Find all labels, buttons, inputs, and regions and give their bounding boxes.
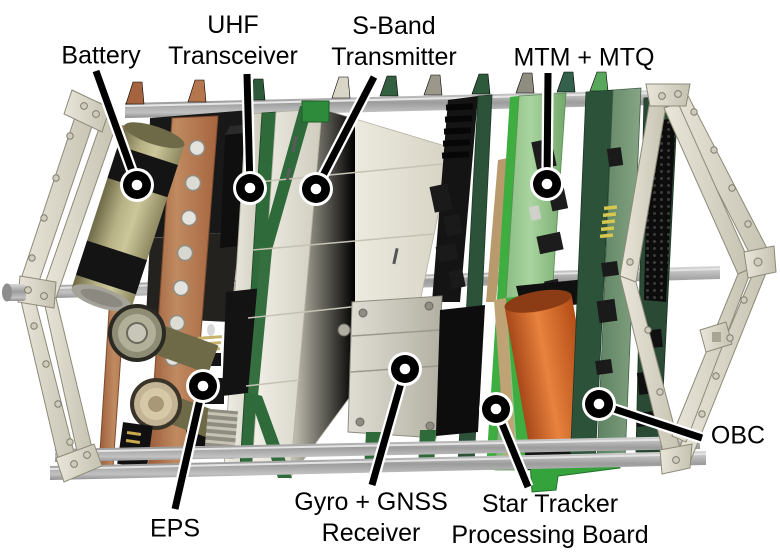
- leader-obc: [597, 400, 704, 442]
- leader-lines: [92, 69, 704, 510]
- label-uhf-line2: Transceiver: [168, 42, 298, 70]
- label-gyro: Gyro + GNSS Receiver: [294, 487, 448, 549]
- connector-yellow-pins: [599, 205, 618, 239]
- frame-screws: [626, 90, 763, 464]
- right-frame: [619, 83, 777, 475]
- label-mtm: MTM + MTQ: [514, 43, 655, 74]
- label-uhf: UHF Transceiver: [168, 10, 298, 72]
- label-battery: Battery: [61, 41, 140, 72]
- label-battery-text: Battery: [61, 41, 141, 70]
- label-startracker-line2: Processing Board: [451, 521, 649, 549]
- leader-sband: [312, 75, 378, 191]
- axle-stub: [2, 283, 26, 302]
- callout-dot-eps: [186, 369, 220, 403]
- label-sband-line2: Transmitter: [331, 43, 457, 71]
- callout-dot-sband: [299, 172, 333, 206]
- callout-dot-uhf: [233, 171, 267, 205]
- leader-mtm: [543, 72, 552, 185]
- label-startracker-line1: Star Tracker: [481, 490, 619, 518]
- callout-dot-mtm: [530, 167, 564, 201]
- label-eps: EPS: [150, 514, 200, 545]
- label-uhf-line1: UHF: [207, 11, 259, 39]
- leader-gyro: [368, 368, 409, 486]
- label-gyro-line2: Receiver: [321, 519, 421, 547]
- star-tracker-processing-board: [569, 87, 642, 467]
- sband-top-pcb: [301, 100, 330, 123]
- label-gyro-line1: Gyro + GNSS: [294, 488, 448, 516]
- leader-battery: [92, 69, 141, 187]
- callout-dot-gyro: [388, 352, 422, 386]
- label-eps-text: EPS: [149, 514, 201, 543]
- leader-eps: [171, 385, 207, 510]
- callout-dot-battery: [120, 168, 154, 202]
- label-mtm-text: MTM + MTQ: [513, 43, 655, 72]
- label-obc: OBC: [711, 421, 765, 452]
- leader-uhf: [243, 73, 254, 189]
- solder-tabs: [164, 139, 206, 367]
- callout-dots: [120, 167, 616, 426]
- frame-screws: [24, 102, 100, 468]
- callout-dot-obc: [582, 387, 616, 421]
- callout-dot-startracker: [479, 392, 513, 426]
- label-sband-line1: S-Band: [352, 12, 436, 40]
- board-top-tabs: [125, 71, 609, 105]
- label-obc-text: OBC: [710, 421, 766, 450]
- left-frame: [2, 89, 119, 483]
